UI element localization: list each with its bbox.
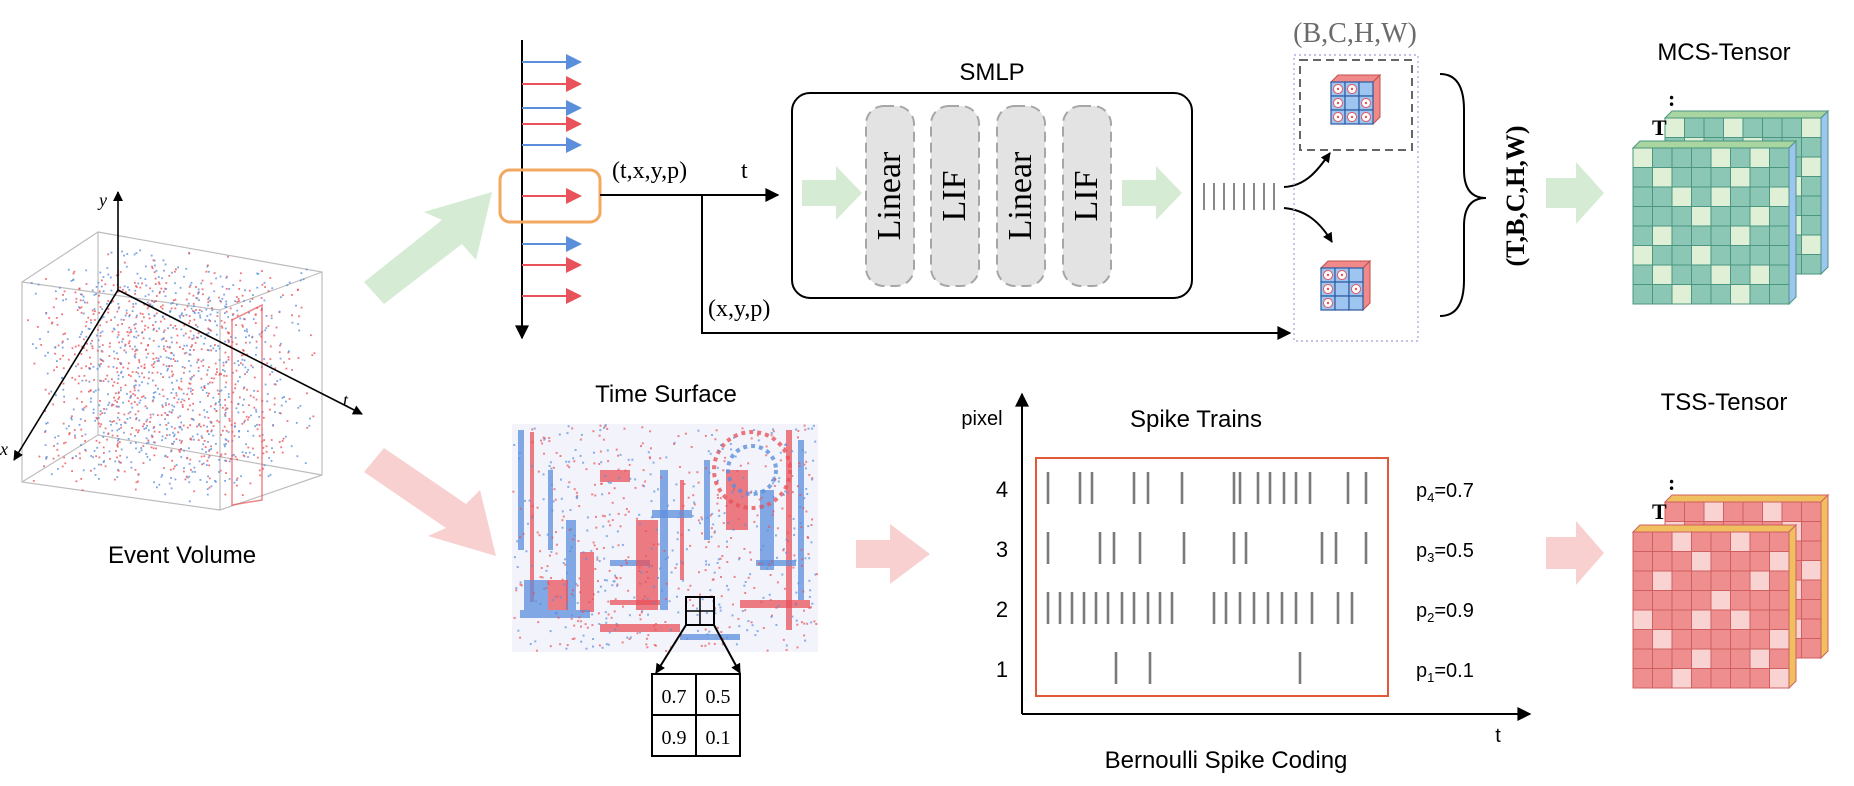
- patch-value-bl: 0.9: [662, 727, 687, 749]
- pixel-axis-label: pixel: [961, 408, 1002, 430]
- patch-value-tl: 0.7: [662, 686, 687, 708]
- axis-x-label: x: [0, 439, 8, 459]
- curly-brace: [1439, 73, 1487, 317]
- smlp-block: SMLP Linear LIF Linear LIF: [791, 59, 1193, 299]
- axis-t-label: t: [343, 390, 349, 410]
- to-tss-arrow: [1546, 521, 1604, 585]
- tss-tensor-t: T: [1652, 499, 1667, 524]
- tss-tensor: [1631, 493, 1830, 690]
- pixel-index-label: 1: [996, 657, 1008, 682]
- mcs-tensor-t: T: [1652, 115, 1667, 140]
- smlp-layer-3: Linear: [996, 105, 1046, 287]
- patch-value-tr: 0.5: [706, 686, 731, 708]
- xyp-label: (x,y,p): [708, 296, 770, 322]
- probability-label: p2=0.9: [1416, 600, 1474, 625]
- event-cube-bottom: [1319, 259, 1372, 312]
- smlp-layer-label: Linear: [871, 151, 908, 240]
- green-split-arrow: [364, 192, 492, 304]
- axis-y-label: y: [97, 190, 107, 210]
- mcs-tensor: [1631, 109, 1830, 306]
- smlp-layer-label: LIF: [936, 171, 973, 222]
- t-axis-label: t: [1495, 725, 1501, 747]
- smlp-layer-1: Linear: [865, 105, 915, 287]
- smlp-title: SMLP: [959, 59, 1024, 86]
- spike-row-4: 4 p4=0.7: [996, 472, 1474, 505]
- pixel-index-label: 2: [996, 597, 1008, 622]
- event-volume: y x t Event Volume: [0, 190, 363, 569]
- bchw-label: (B,C,H,W): [1293, 18, 1417, 49]
- probability-label: p4=0.7: [1416, 480, 1474, 505]
- pixel-index-label: 3: [996, 537, 1008, 562]
- spike-row-1: 1 p1=0.1: [996, 652, 1474, 685]
- event-volume-label: Event Volume: [108, 542, 256, 569]
- time-surface-title: Time Surface: [595, 381, 737, 408]
- mcs-tensor-dots: :: [1668, 86, 1675, 111]
- spike-row-3: 3 p3=0.5: [996, 532, 1474, 565]
- smlp-layer-2: LIF: [930, 105, 980, 287]
- smlp-input-arrow: [802, 166, 862, 220]
- smlp-spike-output: [1203, 183, 1275, 210]
- to-spike-arrow: [856, 524, 930, 584]
- smlp-layer-label: Linear: [1002, 151, 1039, 240]
- tss-tensor-dots: :: [1668, 470, 1675, 495]
- spike-trains-title: Spike Trains: [1130, 406, 1262, 433]
- event-tuple-label: (t,x,y,p): [612, 158, 687, 184]
- spike-region-box: [1035, 457, 1389, 697]
- patch-grid: 0.7 0.5 0.9 0.1: [651, 673, 741, 757]
- pixel-index-label: 4: [996, 477, 1008, 502]
- pink-split-arrow: [364, 448, 496, 556]
- probability-label: p1=0.1: [1416, 660, 1474, 685]
- smlp-layer-label: LIF: [1068, 171, 1105, 222]
- to-mcs-arrow: [1546, 162, 1604, 224]
- spike-chart: pixel t Spike Trains 4 p4=0.7 3 p3=0.5 2 p2=0…: [961, 392, 1532, 774]
- t-input-label: t: [741, 158, 748, 184]
- time-surface-image: [512, 424, 818, 652]
- mcs-tensor-title: MCS-Tensor: [1657, 39, 1790, 66]
- smlp-layer-4: LIF: [1062, 105, 1112, 287]
- tbchw-label: (T,B,C,H,W): [1501, 125, 1530, 266]
- bernoulli-caption: Bernoulli Spike Coding: [1105, 747, 1348, 774]
- tss-tensor-title: TSS-Tensor: [1661, 389, 1788, 416]
- patch-value-br: 0.1: [706, 727, 731, 749]
- event-cube-top: [1329, 73, 1382, 126]
- event-stream: [498, 40, 602, 340]
- spike-row-2: 2 p2=0.9: [996, 592, 1474, 625]
- probability-label: p3=0.5: [1416, 540, 1474, 565]
- smlp-output-arrow: [1122, 166, 1182, 220]
